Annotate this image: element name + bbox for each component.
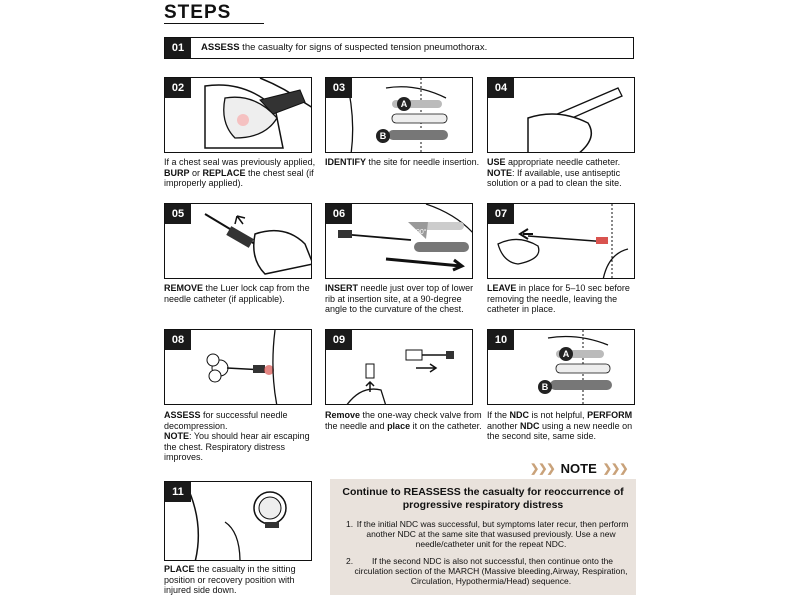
step-10-panel: A B 10 xyxy=(487,329,635,405)
note-item: 2.If the second NDC is also not successf… xyxy=(346,556,632,587)
caption-text: the one-way check valve from the needle … xyxy=(325,410,482,431)
luer-cap-illustration xyxy=(204,213,311,275)
page-title: STEPS xyxy=(164,2,232,23)
decompression-illustration xyxy=(206,330,278,404)
step-04-panel: 04 xyxy=(487,77,635,153)
step-01-text: ASSESS the casualty for signs of suspect… xyxy=(201,42,488,53)
step-03-panel: A B 03 xyxy=(325,77,473,153)
caption-emphasis: USE xyxy=(487,157,506,167)
step-07-caption: LEAVE in place for 5–10 sec before remov… xyxy=(487,283,645,315)
caption-text: it on the catheter. xyxy=(410,420,482,431)
caption-text: : You should hear air escaping the chest… xyxy=(164,431,310,463)
caption-text: or xyxy=(189,167,203,178)
step-04-caption: USE appropriate needle catheter. NOTE: I… xyxy=(487,157,645,189)
step-02-caption: If a chest seal was previously applied, … xyxy=(164,157,322,189)
title-underline xyxy=(164,23,264,24)
caption-text: the Luer lock cap from the needle cathet… xyxy=(164,283,310,304)
step-01: 01 ASSESS the casualty for signs of susp… xyxy=(164,37,634,59)
note-item-text: If the second NDC is also not successful… xyxy=(354,556,628,587)
step-09-caption: Remove the one-way check valve from the … xyxy=(325,410,483,431)
site-b-label: B xyxy=(380,131,387,141)
angle-marker xyxy=(408,222,428,239)
chest-seal-illustration xyxy=(204,78,311,149)
chevrons-icon: ❯❯❯ xyxy=(530,463,556,475)
caption-emphasis: ASSESS xyxy=(164,410,201,420)
caption-text: for successful needle decompression. xyxy=(164,410,288,431)
step-05-caption: REMOVE the Luer lock cap from the needle… xyxy=(164,283,322,304)
caption-emphasis: place xyxy=(387,420,411,431)
step-number: 04 xyxy=(488,78,514,98)
caption-emphasis: IDENTIFY xyxy=(325,157,367,167)
note-box: Continue to REASSESS the casualty for re… xyxy=(330,479,636,595)
ribcage-sites-illustration: A B xyxy=(345,78,448,152)
step-07-panel: 07 xyxy=(487,203,635,279)
caption-emphasis: INSERT xyxy=(325,283,359,293)
note-header: ❯❯❯ NOTE ❯❯❯ xyxy=(530,461,629,476)
caption-emphasis: NDC xyxy=(520,420,540,431)
step-number: 07 xyxy=(488,204,514,224)
caption-emphasis: BURP xyxy=(164,167,190,178)
site-a-label: A xyxy=(563,349,570,359)
step-number: 11 xyxy=(165,482,191,502)
caption-text: is not helpful, xyxy=(529,410,588,420)
caption-emphasis: NOTE xyxy=(164,431,190,442)
chevrons-icon: ❯❯❯ xyxy=(602,463,629,475)
caption-emphasis: PERFORM xyxy=(587,410,633,420)
caption-text: appropriate needle catheter. xyxy=(505,157,621,167)
step-number: 06 xyxy=(326,204,352,224)
step-11-panel: 11 xyxy=(164,481,312,561)
step-06-panel: 90° 06 xyxy=(325,203,473,279)
step-11-caption: PLACE the casualty in the sitting positi… xyxy=(164,564,322,596)
step-number: 03 xyxy=(326,78,352,98)
note-item-index: 2. xyxy=(346,556,354,566)
site-b-label: B xyxy=(542,382,549,392)
caption-emphasis: Remove xyxy=(325,410,361,420)
angle-label: 90° xyxy=(416,228,427,236)
caption-emphasis: NDC xyxy=(509,410,530,420)
note-item-text: If the initial NDC was successful, but s… xyxy=(356,519,629,550)
caption-text: : If available, use antiseptic solution … xyxy=(487,167,622,189)
step-08-panel: 08 xyxy=(164,329,312,405)
note-item-index: 1. xyxy=(346,519,354,529)
step-02-panel: 02 xyxy=(164,77,312,153)
step-05-panel: 05 xyxy=(164,203,312,279)
site-a-label: A xyxy=(401,99,408,109)
caption-emphasis: REPLACE xyxy=(202,167,246,178)
second-site-illustration: A B xyxy=(538,330,612,404)
caption-text: the casualty in the sitting position or … xyxy=(164,564,296,596)
step-number: 05 xyxy=(165,204,191,224)
needle-insert-illustration: 90° xyxy=(338,204,472,272)
caption-text: the site for needle insertion. xyxy=(366,157,480,167)
step-number: 10 xyxy=(488,330,514,350)
step-number: 08 xyxy=(165,330,191,350)
step-10-caption: If the NDC is not helpful, PERFORM anoth… xyxy=(487,410,645,442)
caption-text: If a chest seal was previously applied, xyxy=(164,157,316,167)
caption-text: the chest seal (if improperly applied). xyxy=(164,167,314,189)
step-number: 09 xyxy=(326,330,352,350)
caption-emphasis: NOTE xyxy=(487,167,513,178)
site-b-marker xyxy=(376,129,390,143)
caption-emphasis: LEAVE xyxy=(487,283,517,293)
step-number: 02 xyxy=(165,78,191,98)
step-number: 01 xyxy=(165,38,191,58)
note-label: NOTE xyxy=(560,461,597,476)
caption-emphasis: REMOVE xyxy=(164,283,204,293)
recovery-position-illustration xyxy=(184,482,287,560)
step-08-caption: ASSESS for successful needle decompressi… xyxy=(164,410,322,463)
caption-text: If the xyxy=(487,410,510,420)
note-item: 1.If the initial NDC was successful, but… xyxy=(346,519,632,550)
step-06-caption: INSERT needle just over top of lower rib… xyxy=(325,283,483,315)
note-heading: Continue to REASSESS the casualty for re… xyxy=(342,486,624,511)
step-03-caption: IDENTIFY the site for needle insertion. xyxy=(325,157,483,168)
caption-text: needle just over top of lower rib at ins… xyxy=(325,283,474,315)
needle-catheter-illustration xyxy=(527,87,623,152)
check-valve-illustration xyxy=(346,349,454,404)
caption-emphasis: PLACE xyxy=(164,564,195,574)
site-a-marker xyxy=(397,97,411,111)
step-09-panel: 09 xyxy=(325,329,473,405)
needle-withdraw-illustration xyxy=(497,204,629,278)
caption-text: another xyxy=(487,420,521,431)
caption-text: in place for 5–10 sec before removing th… xyxy=(487,283,630,315)
caption-text: using a new needle on the second site, s… xyxy=(487,420,633,442)
